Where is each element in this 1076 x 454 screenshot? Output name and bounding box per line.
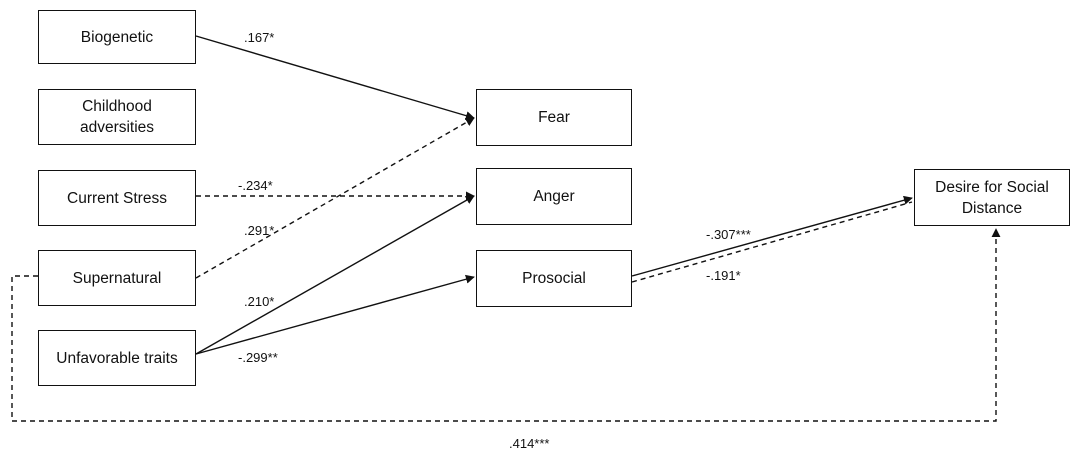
node-desire-social-distance-label: Desire for Social Distance (935, 178, 1049, 217)
node-anger-label: Anger (533, 188, 575, 205)
coef-unfavorable-anger: .210* (244, 294, 275, 309)
node-prosocial-label: Prosocial (522, 270, 586, 287)
node-fear-label: Fear (538, 109, 570, 126)
node-childhood-adversities: Childhood adversities (38, 89, 196, 145)
coef-biogenetic-fear: .167* (244, 30, 275, 45)
arrow-supernatural-distance (11, 228, 1001, 422)
arrow-prosocial-distance-solid (631, 195, 913, 277)
node-current-stress: Current Stress (38, 170, 196, 226)
node-desire-social-distance: Desire for Social Distance (914, 169, 1070, 226)
node-unfavorable-traits: Unfavorable traits (38, 330, 196, 386)
arrow-prosocial-distance-dashed (631, 201, 913, 283)
node-prosocial: Prosocial (476, 250, 632, 307)
coef-prosocial-distance-solid: -.307*** (706, 227, 751, 242)
node-childhood-adversities-label: Childhood adversities (79, 98, 155, 136)
arrow-unfavorable-anger (195, 195, 475, 355)
arrow-unfavorable-prosocial (195, 274, 475, 355)
node-biogenetic: Biogenetic (38, 10, 196, 64)
node-biogenetic-label: Biogenetic (80, 28, 154, 46)
arrow-biogenetic-fear (195, 35, 475, 121)
node-supernatural: Supernatural (38, 250, 196, 306)
coef-supernatural-fear: .291* (244, 223, 275, 238)
node-current-stress-label: Current Stress (67, 189, 167, 207)
coef-unfavorable-prosocial: -.299** (238, 350, 278, 365)
node-fear: Fear (476, 89, 632, 146)
node-unfavorable-traits-label: Unfavorable traits (56, 349, 178, 367)
coef-prosocial-distance-dashed: -.191* (706, 268, 741, 283)
node-supernatural-label: Supernatural (72, 269, 162, 287)
coef-supernatural-distance: .414*** (509, 436, 550, 451)
node-anger: Anger (476, 168, 632, 225)
coef-stress-anger: -.234* (238, 178, 273, 193)
arrow-supernatural-fear (195, 117, 475, 279)
